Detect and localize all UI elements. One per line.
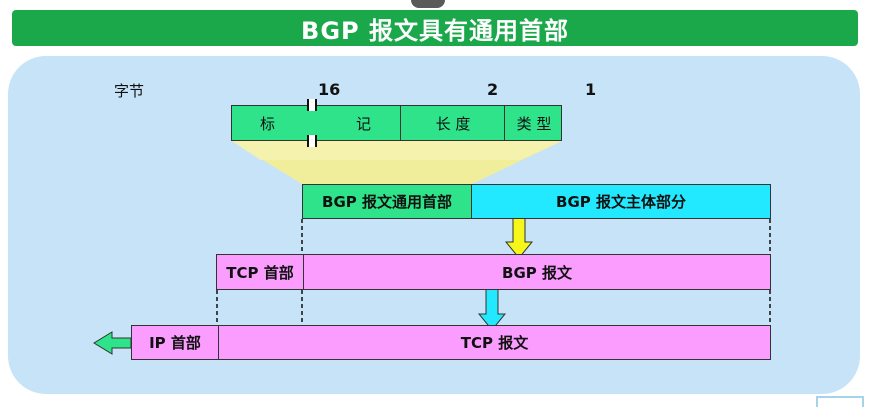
- bgp-common-header-label: BGP 报文通用首部: [322, 193, 452, 211]
- slide-title: BGP 报文具有通用首部: [12, 10, 858, 46]
- tcp-segment: TCP 首部 BGP 报文: [216, 254, 771, 290]
- top-notch-decoration: [411, 0, 445, 8]
- expansion-funnel-shade: [232, 141, 562, 160]
- arrow-ip-out: [93, 331, 132, 355]
- slide-title-text: BGP 报文具有通用首部: [301, 16, 569, 45]
- ip-header: IP 首部: [132, 326, 219, 359]
- marker-field: 标 记: [232, 106, 400, 140]
- corner-fragment: [816, 396, 864, 407]
- ip-payload: TCP 报文: [218, 326, 771, 359]
- tcp-payload-label: BGP 报文: [502, 263, 572, 282]
- ip-packet: IP 首部 TCP 报文: [131, 325, 771, 360]
- arrow-tcp-to-ip: [477, 283, 507, 331]
- bgp-message-body-label: BGP 报文主体部分: [556, 193, 686, 211]
- marker-field-right-char: 记: [356, 114, 372, 133]
- length-field: 长 度: [400, 106, 505, 140]
- type-size-label: 1: [585, 80, 597, 99]
- marker-field-left-char: 标: [260, 114, 276, 133]
- bgp-header-fields: 标 记 长 度 类 型: [231, 105, 562, 141]
- marker-size-label: 16: [318, 80, 341, 99]
- bytes-label: 字节: [114, 82, 145, 100]
- tcp-payload: BGP 报文: [303, 255, 771, 289]
- marker-break-top: [307, 99, 317, 111]
- bgp-common-header: BGP 报文通用首部: [302, 184, 472, 219]
- length-size-label: 2: [487, 80, 499, 99]
- tcp-header-label: TCP 首部: [226, 263, 294, 282]
- bgp-message-body: BGP 报文主体部分: [471, 184, 771, 219]
- type-field: 类 型: [504, 106, 563, 140]
- marker-break-bottom: [307, 135, 317, 147]
- tcp-header: TCP 首部: [217, 255, 304, 289]
- ip-payload-label: TCP 报文: [460, 334, 529, 352]
- ip-header-label: IP 首部: [149, 334, 201, 352]
